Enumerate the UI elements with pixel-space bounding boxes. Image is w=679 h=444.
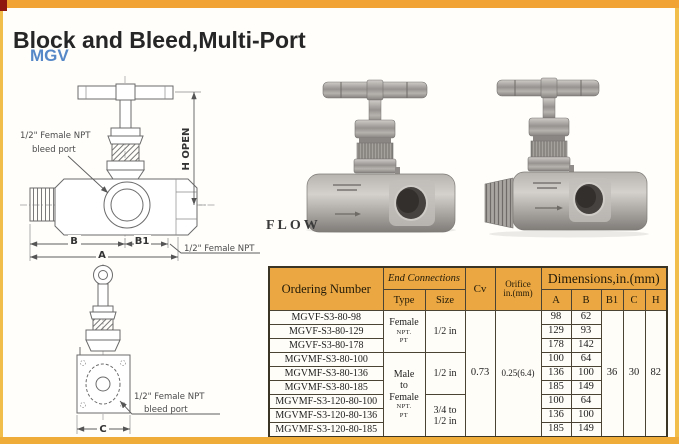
photo2-handle <box>496 77 600 119</box>
col-header-cv: Cv <box>464 266 496 311</box>
page-title: Block and Bleed,Multi-Port <box>13 27 306 54</box>
col-header-end-connections: End Connections <box>382 266 466 290</box>
cell-dim-b: 62 <box>570 310 602 325</box>
cell-dim-b: 142 <box>570 338 602 353</box>
photo1-handle <box>322 79 428 123</box>
side-view-handle <box>93 265 113 307</box>
front-view-drawing: 1/2" Female NPT bleed port H OPEN B B1 A… <box>20 76 260 261</box>
svg-text:H OPEN: H OPEN <box>181 128 192 171</box>
cell-dim-a: 98 <box>540 310 572 325</box>
cell-cv: 0.73 <box>464 310 496 438</box>
right-border <box>675 0 679 444</box>
front-view-bonnet <box>106 127 145 180</box>
cell-dim-b: 93 <box>570 324 602 339</box>
cell-ordering: MGVMF-S3-80-100 <box>268 352 384 367</box>
cell-ordering: MGVF-S3-80-98 <box>268 310 384 325</box>
svg-text:C: C <box>99 424 106 435</box>
cell-ordering: MGVF-S3-80-129 <box>268 324 384 339</box>
cell-ordering: MGVMF-S3-120-80-185 <box>268 422 384 438</box>
table-row: MGVMF-S3-120-80-185 185 149 <box>268 422 667 438</box>
cell-dim-c: 30 <box>622 310 646 438</box>
svg-text:bleed port: bleed port <box>32 145 76 155</box>
table-row: MGVMF-S3-80-136 136 100 <box>268 366 667 381</box>
cell-dim-a: 136 <box>540 408 572 423</box>
side-view-drawing: 1/2" Female NPT bleed port C <box>76 264 220 435</box>
col-header-a: A <box>540 289 572 311</box>
svg-text:1/2" Female NPT: 1/2" Female NPT <box>184 244 255 254</box>
cell-dim-a: 178 <box>540 338 572 353</box>
cell-dim-a: 129 <box>540 324 572 339</box>
front-view-handle <box>77 83 174 131</box>
cell-dim-b: 100 <box>570 408 602 423</box>
cell-dim-a: 100 <box>540 352 572 367</box>
cell-dim-b: 149 <box>570 380 602 395</box>
cell-orifice: 0.25(6.4) <box>494 310 542 438</box>
front-view-bottom-dimensions: B B1 A <box>29 224 179 261</box>
photo2-body <box>484 171 648 231</box>
cell-dim-b: 64 <box>570 394 602 409</box>
photo-shadow <box>489 230 649 238</box>
front-view-body <box>29 178 198 236</box>
col-header-size: Size <box>424 289 466 311</box>
cell-ordering: MGVMF-S3-80-185 <box>268 380 384 395</box>
col-header-orifice: Orifice in.(mm) <box>494 266 542 311</box>
cell-ordering: MGVMF-S3-80-136 <box>268 366 384 381</box>
cell-dim-h: 82 <box>644 310 668 438</box>
table-row: MGVF-S3-80-98 Female NPT. PT 1/2 in 0.73… <box>268 310 668 438</box>
col-header-b1: B1 <box>600 289 624 311</box>
cell-size: 3/4 to 1/2 in <box>424 394 466 438</box>
svg-text:1/2" Female NPT: 1/2" Female NPT <box>134 392 205 402</box>
cell-ordering: MGVMF-S3-120-80-136 <box>268 408 384 423</box>
cell-size: 1/2 in <box>424 310 466 353</box>
table-row: MGVMF-S3-80-100 Male to Female NPT. PT 1… <box>268 352 667 438</box>
col-header-b: B <box>570 289 602 311</box>
svg-text:bleed port: bleed port <box>144 405 188 415</box>
front-view-h-open-dimension: H OPEN <box>175 91 206 206</box>
table-row: MGVMF-S3-120-80-100 3/4 to 1/2 in 100 64 <box>268 394 667 438</box>
cell-type-female: Female NPT. PT <box>382 310 426 353</box>
cell-dim-b1: 36 <box>600 310 624 438</box>
cell-ordering: MGVMF-S3-120-80-100 <box>268 394 384 409</box>
svg-text:B: B <box>70 236 78 247</box>
top-accent-bar <box>0 0 679 8</box>
model-label: MGV <box>30 46 69 65</box>
col-header-h: H <box>644 289 668 311</box>
front-view-female-npt-label: 1/2" Female NPT <box>169 243 260 254</box>
front-view-bleed-port-label: 1/2" Female NPT bleed port <box>20 131 109 194</box>
side-view-bleed-port-label: 1/2" Female NPT bleed port <box>119 392 220 415</box>
table-row: MGVMF-S3-120-80-136 136 100 <box>268 408 667 423</box>
cell-dim-b: 149 <box>570 422 602 438</box>
valve-photo-male-female <box>484 77 649 238</box>
cell-ordering: MGVF-S3-80-178 <box>268 338 384 353</box>
col-header-ordering-number: Ordering Number <box>268 266 384 311</box>
cell-dim-a: 136 <box>540 366 572 381</box>
corner-red-mark <box>0 0 7 11</box>
cell-dim-b: 100 <box>570 366 602 381</box>
bottom-border <box>0 437 679 444</box>
col-header-type: Type <box>382 289 426 311</box>
cell-size: 1/2 in <box>424 352 466 395</box>
left-border <box>0 0 3 444</box>
svg-text:1/2" Female NPT: 1/2" Female NPT <box>20 131 91 141</box>
cell-dim-a: 185 <box>540 422 572 438</box>
cell-dim-a: 185 <box>540 380 572 395</box>
svg-text:B1: B1 <box>135 236 150 247</box>
photo2-bonnet <box>527 117 574 173</box>
svg-text:A: A <box>98 250 106 261</box>
side-view-body <box>76 354 131 414</box>
photo1-body <box>306 173 456 233</box>
col-header-c: C <box>622 289 646 311</box>
cell-dim-b: 64 <box>570 352 602 367</box>
spec-table: Ordering Number End Connections Cv Orifi… <box>268 266 669 438</box>
col-header-dimensions: Dimensions,in.(mm) <box>540 266 668 290</box>
side-view-bonnet <box>79 305 121 355</box>
side-view-c-dimension: C <box>76 415 131 435</box>
cell-type-male-female: Male to Female NPT. PT <box>382 352 426 438</box>
photo1-bonnet <box>353 119 400 175</box>
cell-dim-a: 100 <box>540 394 572 409</box>
flow-label: FLOW <box>266 218 321 233</box>
valve-photo-female <box>306 79 456 233</box>
